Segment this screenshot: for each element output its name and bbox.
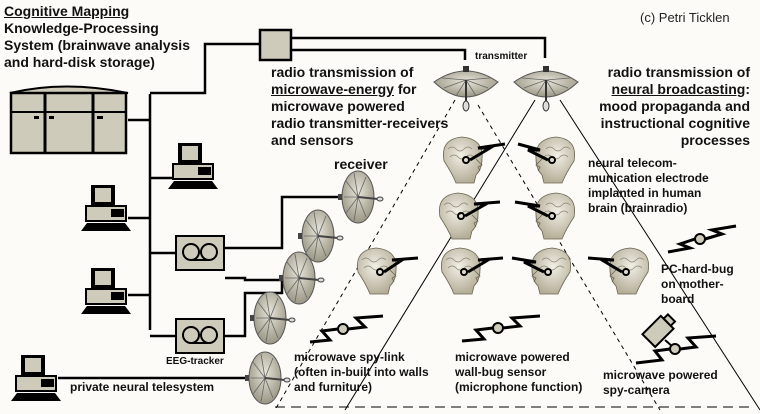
- text-line: radio transmitter-receivers: [271, 115, 449, 131]
- title-line: and hard-disk storage): [4, 54, 155, 70]
- computer-icon: [168, 143, 218, 189]
- text-line: mood propaganda and: [599, 98, 750, 114]
- spy-link-bug-icon: [309, 314, 384, 344]
- text-line: microwave powered: [271, 98, 405, 114]
- receiver-dish-icon: [249, 291, 296, 345]
- text-line: spy-camera: [603, 383, 670, 397]
- eeg-tracker-label: EEG-tracker: [166, 356, 224, 367]
- text-line: (often in-built into walls: [294, 365, 429, 379]
- text-line: and furniture): [294, 380, 372, 394]
- transmitter-label: transmitter: [475, 51, 528, 62]
- receiver-dish-icon: [337, 170, 384, 224]
- text-line: processes: [680, 132, 750, 148]
- text-line: radio transmission of: [607, 64, 750, 80]
- eeg-tracker-icon: [175, 318, 225, 354]
- text-line: microwave-energy for: [271, 81, 417, 97]
- pc-hard-bug-icon: [667, 224, 737, 254]
- text-line: microwave powered: [455, 350, 570, 364]
- text-line: neural broadcasting:: [611, 81, 750, 97]
- hub-box-icon: [258, 28, 293, 62]
- electrode-text: neural telecom- munication electrode imp…: [588, 156, 709, 216]
- spy-camera-text: microwave powered spy-camera: [603, 368, 718, 398]
- text-line: board: [661, 292, 695, 306]
- text-line: PC-hard-bug: [661, 262, 734, 276]
- computer-icon: [81, 185, 131, 231]
- radio-signal-icons: [376, 142, 630, 276]
- title-heading: Cognitive Mapping: [4, 3, 130, 19]
- text-line: and sensors: [271, 132, 354, 148]
- text-line: munication electrode: [588, 171, 709, 185]
- text-line: on mother-: [661, 277, 724, 291]
- spy-camera-icon: [635, 313, 717, 365]
- copyright: (c) Petri Ticklen: [640, 10, 730, 25]
- tape-recorder-icon: [175, 235, 225, 271]
- title-line: System (brainwave analysis: [4, 37, 190, 53]
- network-wiring: [58, 36, 547, 380]
- computer-icon: [81, 268, 131, 314]
- neural-broadcasting-text: radio transmission of neural broadcastin…: [599, 64, 750, 149]
- text-line: microwave spy-link: [294, 350, 405, 364]
- computer-icon: [11, 355, 61, 401]
- microwave-energy-text: radio transmission of microwave-energy f…: [271, 64, 448, 149]
- text-line: implanted in human: [588, 186, 702, 200]
- text-line: brain (brainradio): [588, 201, 688, 215]
- private-telesystem-label: private neural telesystem: [70, 380, 215, 394]
- title-line: Knowledge-Processing: [4, 20, 159, 36]
- receiver-label: receiver: [334, 156, 388, 172]
- transmitter-dish-icon: [513, 65, 579, 112]
- receiver-dish-icon: [244, 351, 291, 405]
- text-line: radio transmission of: [271, 64, 414, 80]
- text-line: microwave powered: [603, 368, 718, 382]
- mainframe-icon: [9, 85, 129, 155]
- spy-link-text: microwave spy-link (often in-built into …: [294, 350, 429, 395]
- pc-bug-text: PC-hard-bug on mother- board: [661, 262, 734, 307]
- text-line: wall-bug sensor: [455, 365, 547, 379]
- text-line: (microphone function): [455, 380, 583, 394]
- text-line: neural telecom-: [588, 156, 677, 170]
- text-line: instructional cognitive: [600, 115, 750, 131]
- wall-bug-text: microwave powered wall-bug sensor (micro…: [455, 350, 582, 395]
- wall-bug-icon: [461, 314, 541, 343]
